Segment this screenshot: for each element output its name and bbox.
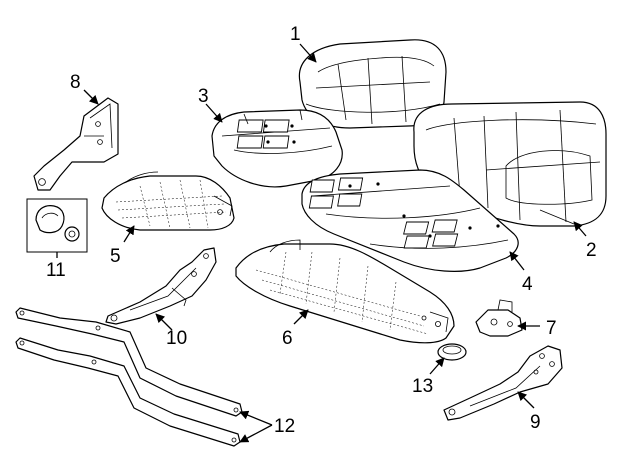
callout-2: 2 [586, 240, 597, 261]
part-8-bracket [33, 97, 119, 191]
callout-3: 3 [198, 86, 209, 107]
part-13-cap [437, 343, 467, 361]
leader-lines [83, 43, 587, 443]
callout-12: 12 [274, 416, 295, 437]
callout-4: 4 [522, 274, 533, 295]
callout-1: 1 [290, 24, 301, 45]
callout-13: 13 [412, 376, 433, 397]
callout-8: 8 [70, 72, 81, 93]
part-9-hinge [443, 345, 563, 421]
callout-5: 5 [110, 246, 121, 267]
part-12-rails [15, 307, 243, 447]
part-4-seat-frame [301, 169, 519, 272]
callout-11: 11 [46, 260, 66, 281]
part-10-hinge [105, 247, 217, 325]
part-7-bracket [475, 299, 523, 337]
callout-9: 9 [530, 412, 541, 433]
part-11-cap [26, 198, 88, 258]
callout-6: 6 [282, 328, 293, 349]
part-3-seat-frame [211, 109, 343, 188]
callout-10: 10 [166, 328, 187, 349]
callout-7: 7 [546, 318, 557, 339]
part-5-seat-pan [101, 171, 235, 231]
part-6-seat-pan [235, 239, 455, 344]
callout-labels: 1 2 3 4 5 6 7 8 9 10 11 12 13 [46, 24, 597, 437]
